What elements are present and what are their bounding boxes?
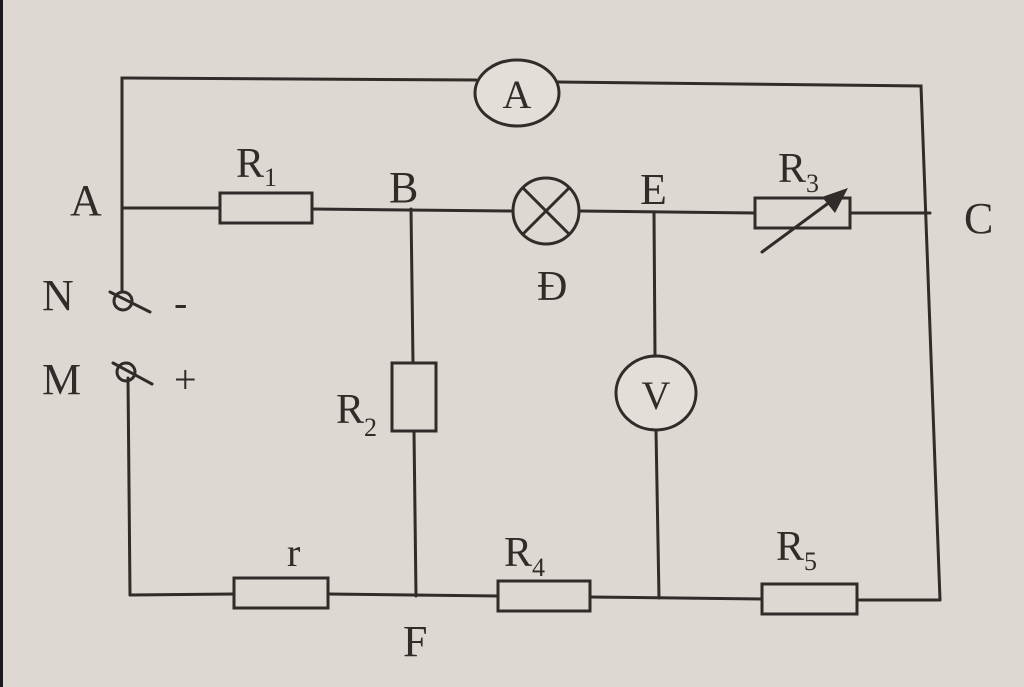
labels: A B E C F N M - + R 1 Đ R 3 R 2 r R 4 R … [42, 141, 993, 666]
ammeter: A [473, 58, 561, 128]
resistor-r1 [218, 191, 314, 225]
r1-label: R [236, 141, 264, 187]
wire-r-r4 [326, 592, 500, 598]
r5-label: R [776, 524, 804, 570]
wire-m-bottom [126, 376, 132, 597]
voltmeter: V [614, 354, 698, 432]
node-a: A [70, 176, 102, 225]
rheostat-r3 [753, 188, 852, 254]
r2-subscript: 2 [364, 413, 377, 442]
resistor-r2 [390, 361, 438, 433]
wire-r2-f [412, 429, 418, 598]
ammeter-symbol [473, 58, 561, 128]
lamp [511, 176, 581, 246]
terminal-n-label: N [42, 271, 74, 320]
node-f: F [403, 617, 427, 666]
r2-label: R [336, 387, 364, 433]
terminal-m-label: M [42, 355, 81, 404]
wire-r4-r5 [588, 595, 764, 601]
r4-label: R [504, 530, 532, 576]
lamp-cross-2 [521, 186, 571, 236]
frame-edge [0, 0, 3, 687]
rheostat-arrow-head [822, 188, 848, 213]
r3-label: R [778, 146, 806, 192]
ammeter-letter: A [503, 72, 532, 117]
wires [120, 76, 942, 602]
wire-lamp-r3 [578, 209, 757, 215]
r3-subscript: 3 [806, 169, 819, 198]
node-b: B [389, 163, 418, 212]
polarity-positive: + [174, 357, 197, 402]
terminal-n-circle [112, 290, 134, 312]
voltmeter-letter: V [642, 373, 671, 418]
r1-subscript: 1 [264, 163, 277, 192]
wire-b-r2 [409, 207, 415, 365]
voltmeter-symbol [614, 354, 698, 432]
resistor-r5 [760, 582, 859, 616]
wire-bottom-r [128, 592, 236, 597]
terminal-n-stroke [108, 290, 152, 314]
resistor-r4 [496, 579, 592, 613]
terminal-n [108, 290, 152, 314]
r4-subscript: 4 [532, 553, 545, 582]
r5-subscript: 5 [804, 547, 817, 576]
wire-top-left [120, 76, 478, 210]
node-e: E [640, 165, 667, 214]
r-internal-label: r [287, 530, 300, 575]
rheostat-arrow-line [760, 194, 840, 254]
node-c: C [964, 194, 993, 243]
wire-v-bottom [654, 428, 661, 600]
polarity-negative: - [174, 280, 187, 325]
lamp-label: Đ [537, 264, 567, 310]
terminal-m-circle [115, 361, 137, 383]
terminal-m-stroke [111, 361, 154, 386]
terminal-m [111, 361, 154, 386]
wire-top-right [556, 80, 942, 602]
resistor-r-internal [232, 576, 330, 610]
wire-e-v [652, 210, 657, 357]
